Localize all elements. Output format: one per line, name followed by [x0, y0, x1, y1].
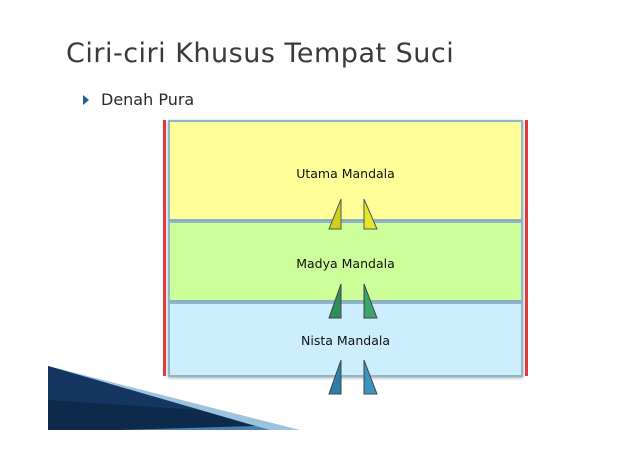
- gate-nista-left: [328, 359, 342, 395]
- bullet-arrow-icon: [83, 94, 89, 105]
- left-wall: [163, 120, 166, 376]
- swoosh-shade: [48, 366, 200, 410]
- slide-title: Ciri-ciri Khusus Tempat Suci: [66, 38, 455, 69]
- right-wall: [525, 120, 528, 376]
- gate-nista: [328, 359, 378, 395]
- zone-madya-mandala: Madya Mandala: [168, 221, 523, 302]
- zone-nista-mandala: Nista Mandala: [168, 302, 523, 377]
- gate-utama-right: [363, 198, 378, 230]
- gate-madya-left: [328, 283, 342, 319]
- gate-nista-right: [363, 359, 378, 395]
- bullet-text: Denah Pura: [101, 90, 195, 109]
- zone-utama-mandala: Utama Mandala: [168, 120, 523, 221]
- zone-label-utama: Utama Mandala: [296, 166, 395, 181]
- bullet-item: Denah Pura: [83, 90, 194, 109]
- decorative-swoosh: [48, 366, 300, 430]
- gate-utama-left: [328, 198, 342, 230]
- gate-utama: [328, 198, 378, 230]
- zone-label-madya: Madya Mandala: [296, 256, 395, 271]
- zone-label-nista: Nista Mandala: [301, 333, 390, 348]
- gate-madya: [328, 283, 378, 319]
- gate-madya-right: [363, 283, 378, 319]
